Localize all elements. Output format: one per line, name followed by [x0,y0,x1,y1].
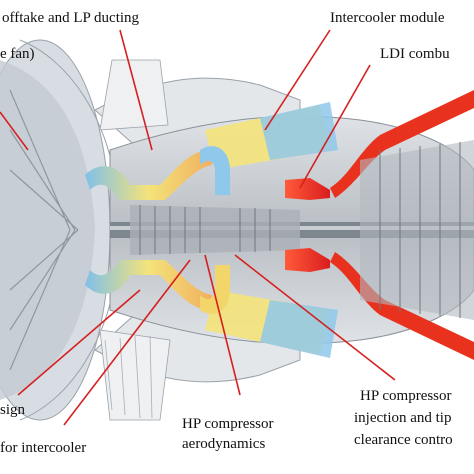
fan [0,39,119,421]
label-offtake: offtake and LP ducting [2,10,140,26]
leader-lines [0,29,396,426]
label-hp-aero-2: aerodynamics [182,436,266,452]
ldi-combustor [285,90,474,360]
leader-fan [0,111,29,151]
label-hp-aero-1: HP compressor [182,416,274,432]
leader-hp-aero [204,254,241,396]
leader-offtake [119,29,153,151]
label-hp-injection-1: HP compressor [360,388,452,404]
label-hp-injection-2: injection and tip [354,410,452,426]
label-fan: e fan) [0,46,35,62]
label-hp-injection-3: clearance contro [354,432,453,448]
leader-ldi [299,64,371,189]
turbine [360,140,474,320]
leader-intercooler [264,29,331,131]
leader-hp-injection [234,254,396,381]
label-sign: sign [0,402,26,418]
label-intercooler-module: Intercooler module [330,10,445,26]
leader-for-intercooler [63,259,191,426]
leader-sign [17,289,141,396]
intercooler-module [205,102,338,358]
lp-ducting [85,146,230,314]
label-for-intercooler: for intercooler [0,440,87,456]
label-ldi-combustor: LDI combu [380,46,450,62]
